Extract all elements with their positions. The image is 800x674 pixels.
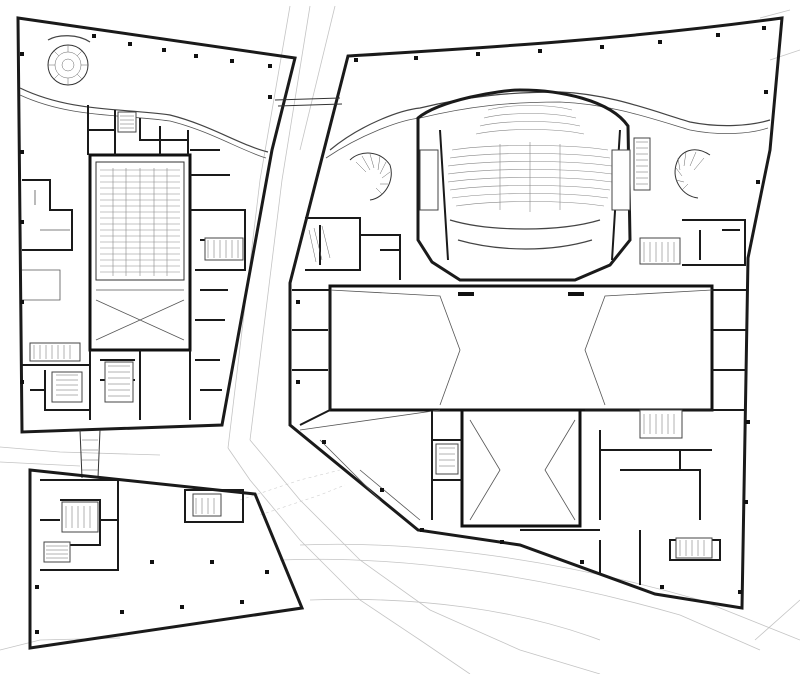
south-west-block [28, 468, 305, 650]
auditorium-seating [447, 105, 613, 212]
east-block [288, 16, 784, 610]
lobby-stair-east [674, 149, 711, 199]
lobby-stair-west [349, 152, 392, 201]
east-columns [296, 26, 768, 594]
site-lines [0, 5, 800, 674]
spiral-stair [47, 35, 91, 86]
south-west-columns [35, 560, 269, 634]
west-bridge [79, 429, 101, 479]
top-connector [274, 97, 343, 107]
cinema-seating [100, 168, 180, 276]
west-block [16, 16, 297, 434]
west-columns [20, 34, 272, 384]
